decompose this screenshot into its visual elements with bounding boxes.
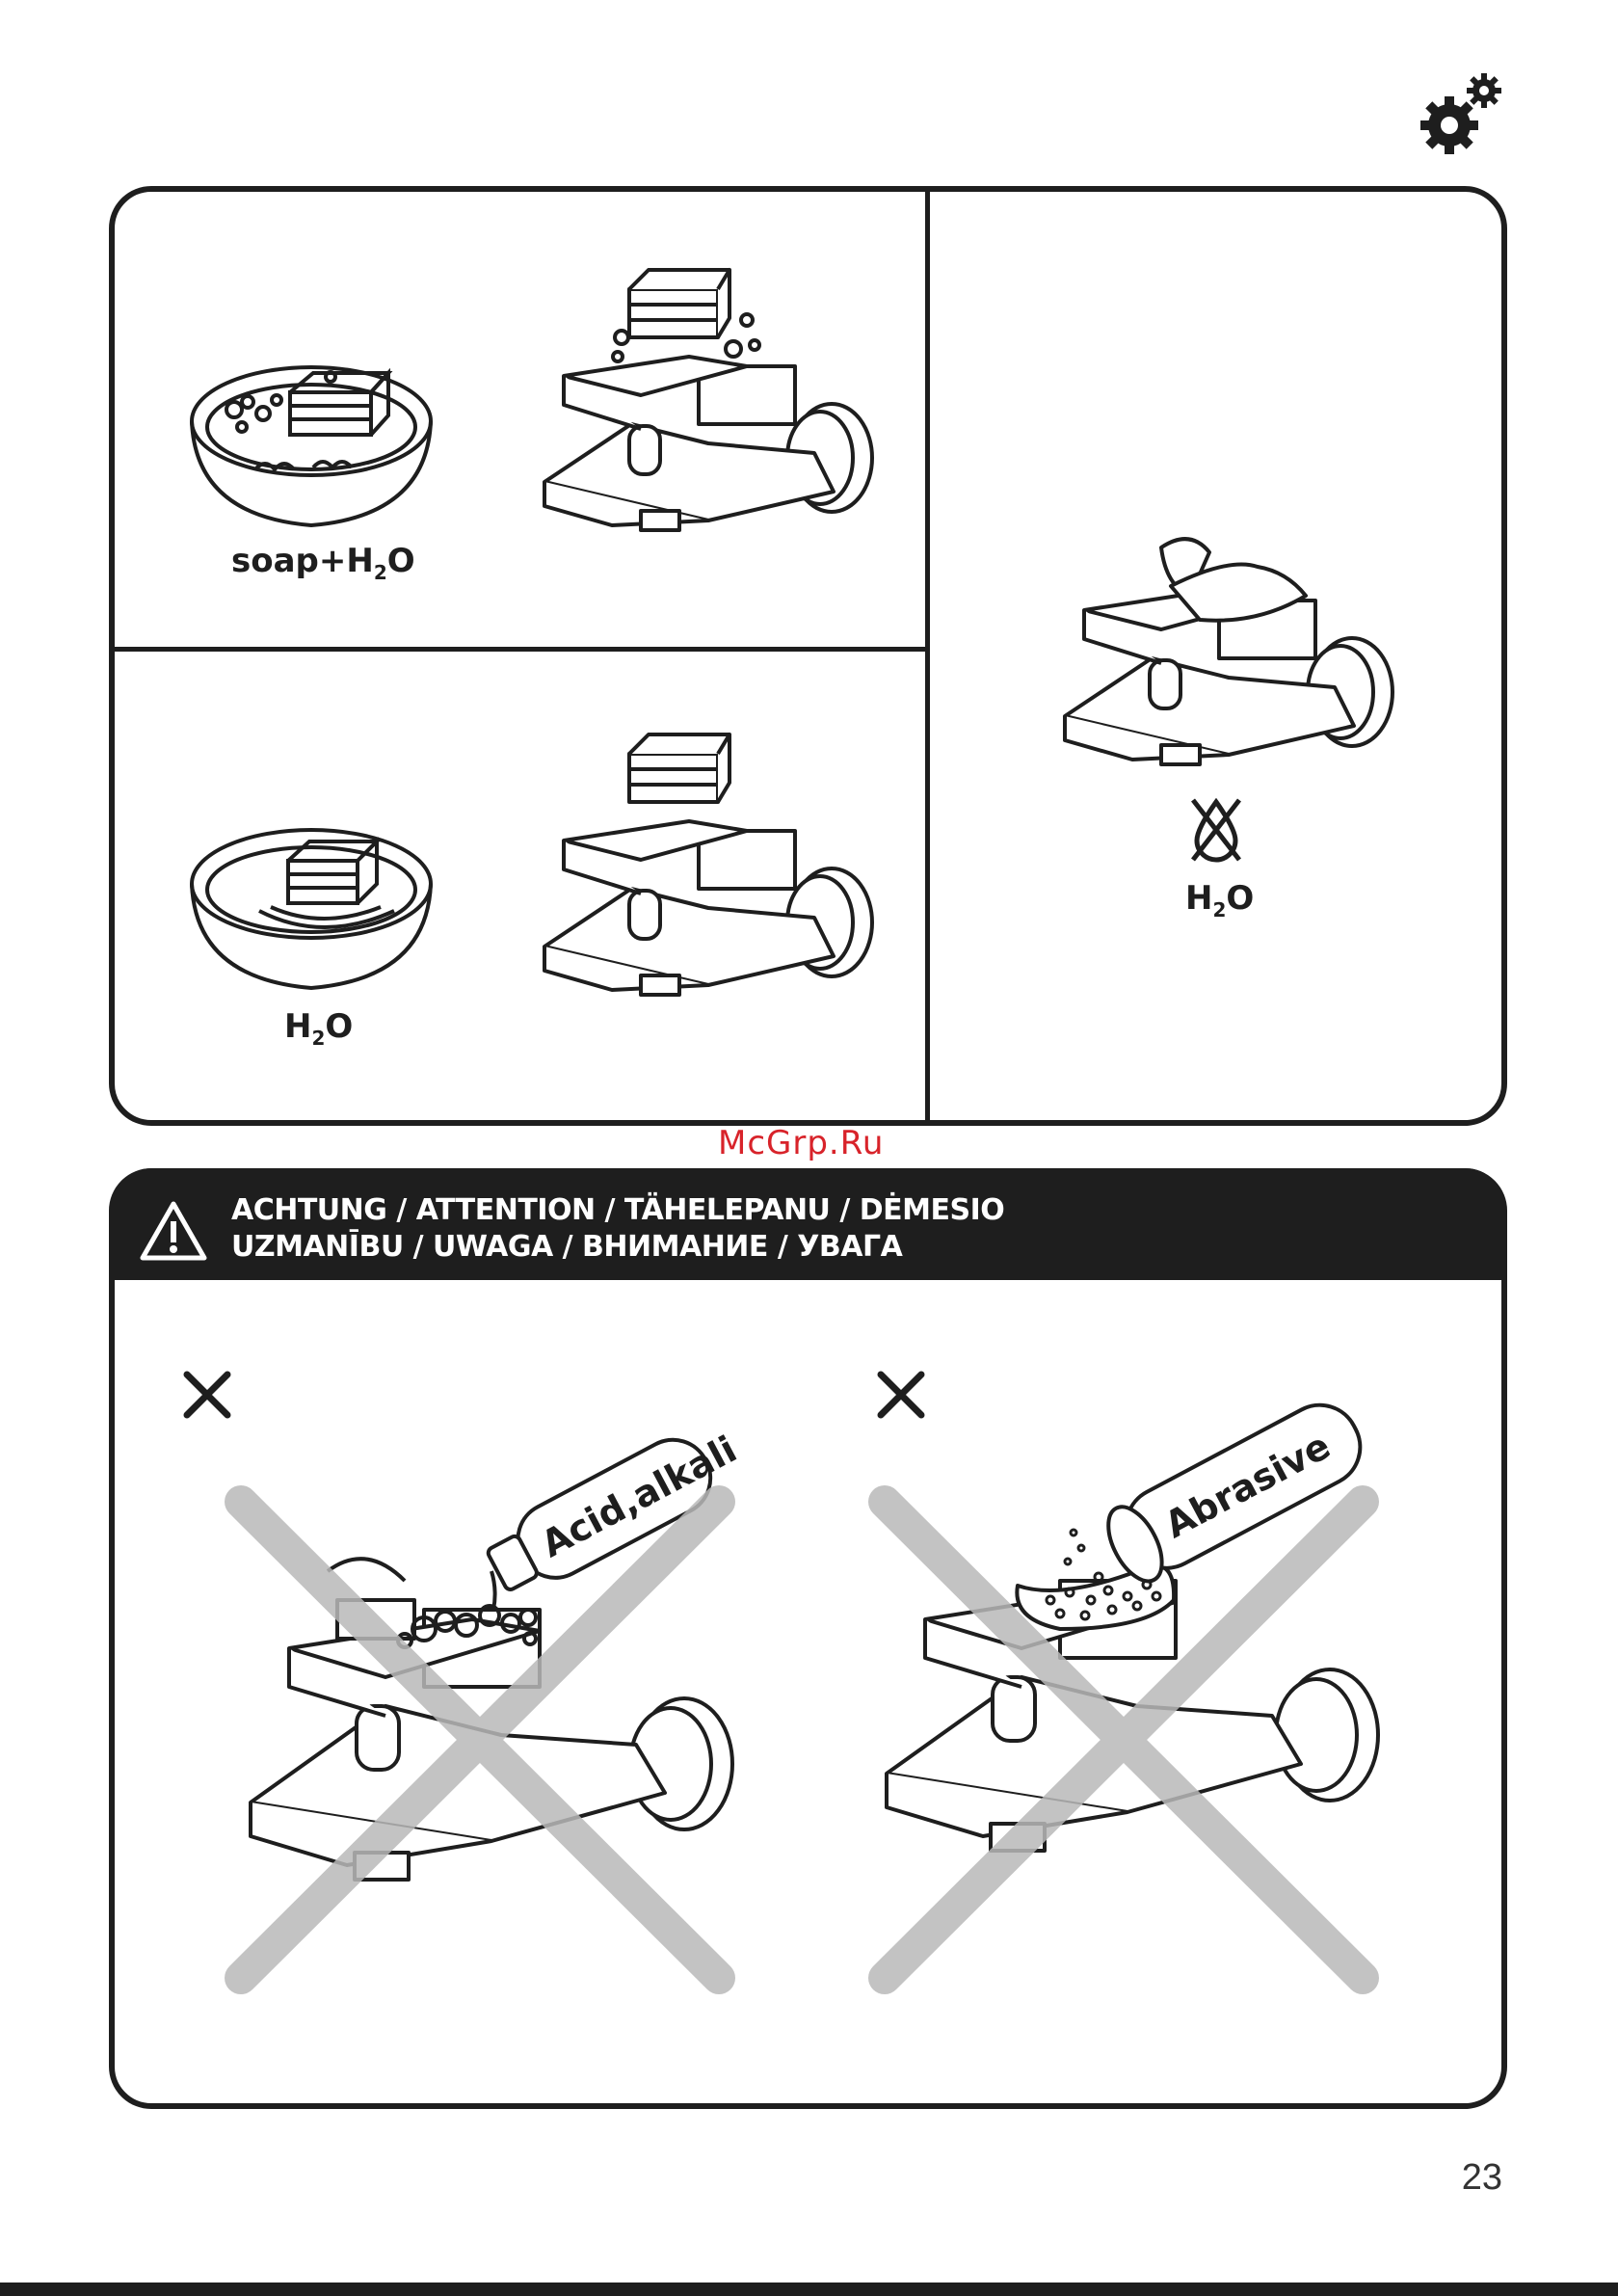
bottom-rule	[0, 2283, 1618, 2296]
warning-title-line1: ACHTUNG / ATTENTION / TÄHELEPANU / DĖMES…	[231, 1193, 1004, 1227]
faucet-with-wet-sponge-illustration	[525, 725, 901, 1004]
gears-icon	[1413, 66, 1509, 162]
forbidden-big-cross-right	[867, 1484, 1380, 1995]
faucet-with-soapy-sponge-illustration	[525, 260, 901, 540]
water-label: H2O	[284, 1007, 353, 1050]
crossed-water-drop-icon	[1187, 796, 1245, 864]
panel-divider-vertical	[925, 189, 930, 1123]
no-water-label: H2O	[1185, 879, 1254, 921]
warning-title-line2: UZMANĪBU / UWAGA / ВНИМАНИЕ / УВАГА	[231, 1230, 902, 1264]
water-bowl-illustration	[188, 814, 438, 998]
page-number: 23	[1462, 2157, 1502, 2199]
faucet-with-dry-cloth-illustration	[1046, 528, 1421, 769]
forbidden-big-cross-left	[224, 1484, 736, 1995]
warning-triangle-icon	[139, 1200, 208, 1262]
soapy-water-bowl-illustration	[188, 352, 438, 535]
watermark: McGrp.Ru	[718, 1124, 884, 1162]
panel-divider-horizontal	[112, 647, 927, 652]
soap-water-label: soap+H2O	[231, 542, 415, 584]
